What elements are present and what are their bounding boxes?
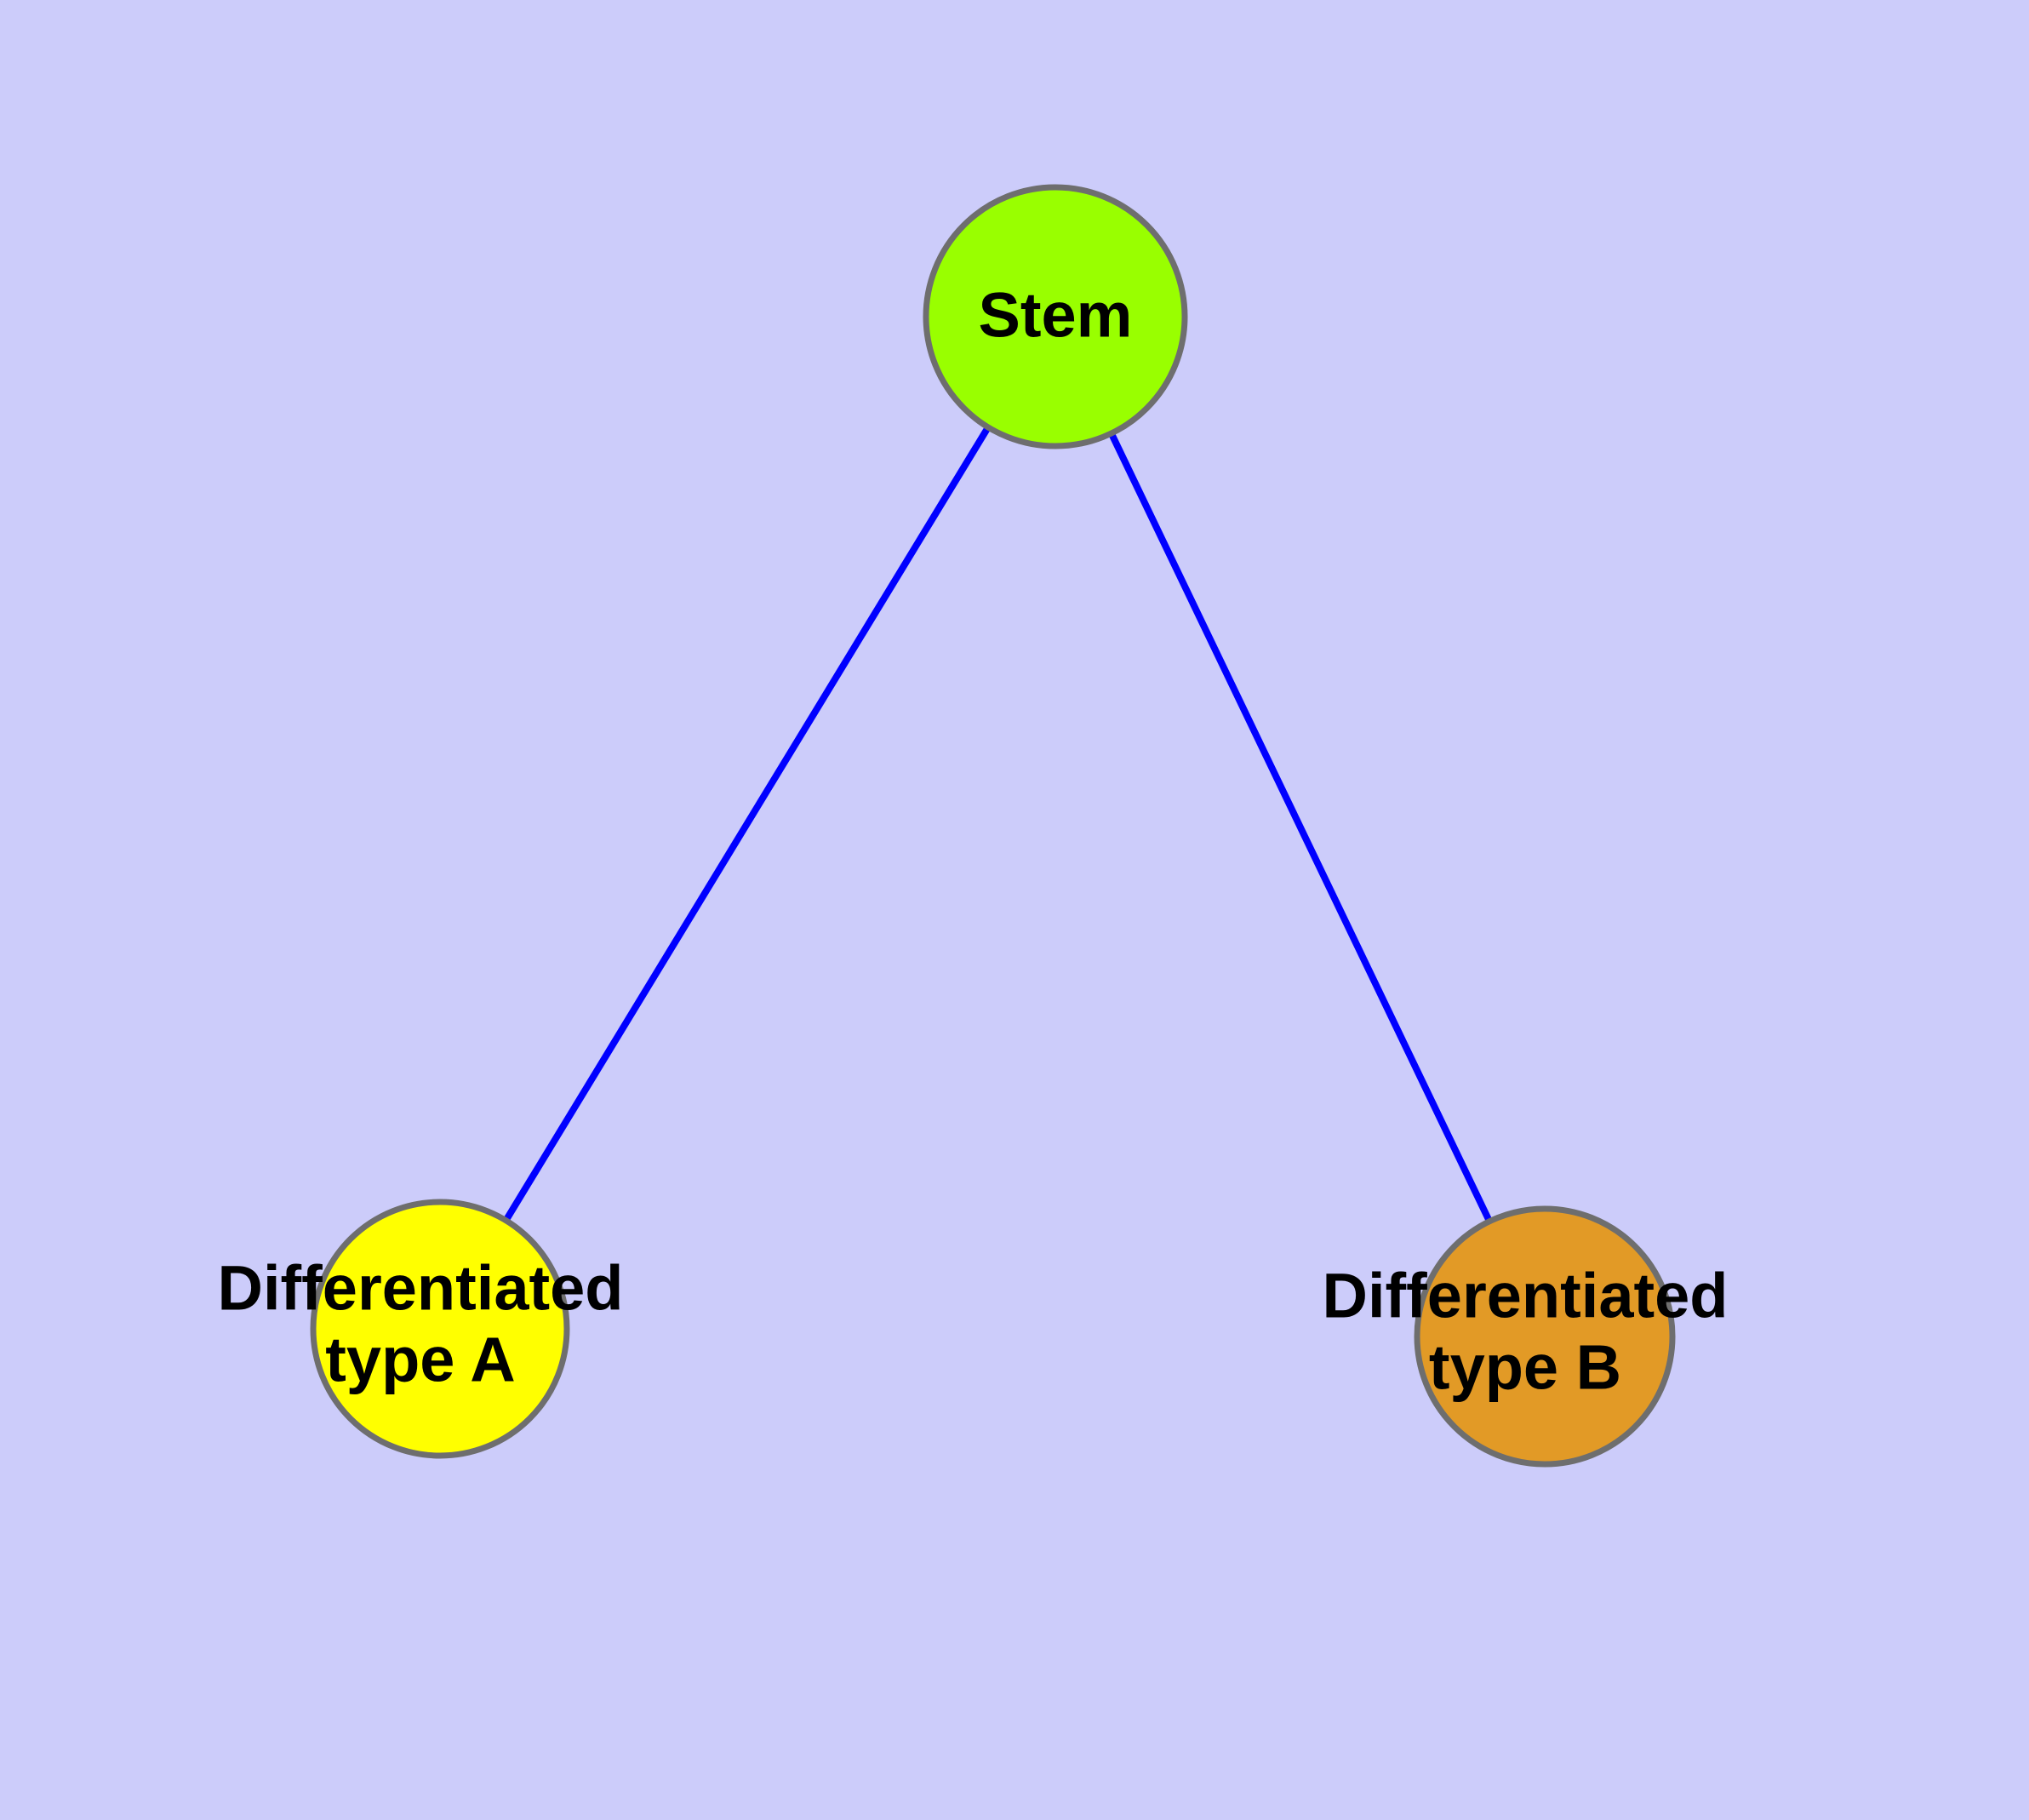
node-differentiated-type-b[interactable]	[1414, 1205, 1676, 1468]
edge-stem-to-differentiated-type-a[interactable]	[501, 424, 992, 1224]
edges-layer	[501, 424, 1494, 1225]
node-differentiated-type-a-label-line1: Differentiated	[218, 1253, 624, 1324]
node-differentiated-type-b-circle[interactable]	[1414, 1205, 1676, 1468]
node-stem-circle[interactable]	[923, 184, 1188, 449]
edge-stem-to-differentiated-type-b[interactable]	[1107, 430, 1494, 1225]
labels-layer: Stem Differentiated type A Differentiate…	[218, 280, 1729, 1403]
node-stem-label: Stem	[979, 280, 1133, 351]
node-differentiated-type-b-label-line2: type B	[1429, 1332, 1621, 1403]
node-differentiated-type-a-circle[interactable]	[310, 1199, 570, 1459]
node-differentiated-type-a[interactable]	[310, 1199, 570, 1459]
nodes-layer	[310, 184, 1676, 1468]
node-stem[interactable]	[923, 184, 1188, 449]
node-differentiated-type-b-label-line1: Differentiated	[1323, 1261, 1729, 1331]
node-differentiated-type-a-label-line2: type A	[325, 1325, 515, 1395]
